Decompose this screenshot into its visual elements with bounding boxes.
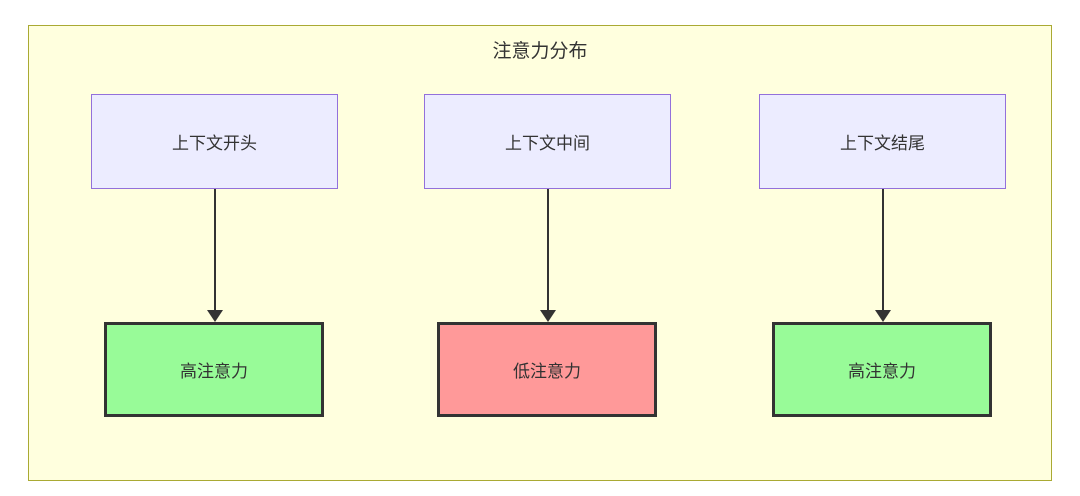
arrow-line	[213, 189, 216, 310]
flow-column-start: 上下文开头 高注意力	[91, 94, 338, 418]
flow-column-end: 上下文结尾 高注意力	[759, 94, 1006, 418]
arrow-line	[546, 189, 549, 310]
source-node-context-middle: 上下文中间	[424, 94, 671, 189]
subgraph-container: 注意力分布 上下文开头 高注意力 上下文中间 低注意力	[28, 25, 1052, 481]
source-node-context-start: 上下文开头	[91, 94, 338, 189]
node-label: 上下文结尾	[840, 134, 925, 153]
arrow-head-icon	[206, 310, 223, 322]
target-node-high-attention: 高注意力	[772, 322, 992, 417]
flow-column-middle: 上下文中间 低注意力	[424, 94, 671, 418]
arrow-down	[539, 189, 557, 322]
node-label: 上下文中间	[505, 134, 590, 153]
arrow-line	[881, 189, 884, 310]
diagram-title: 注意力分布	[492, 41, 588, 62]
node-label: 低注意力	[513, 362, 581, 381]
arrow-down	[874, 189, 892, 322]
node-label: 高注意力	[848, 362, 916, 381]
target-node-low-attention: 低注意力	[437, 322, 657, 417]
arrow-head-icon	[874, 310, 891, 322]
arrow-head-icon	[539, 310, 556, 322]
source-node-context-end: 上下文结尾	[759, 94, 1006, 189]
target-node-high-attention: 高注意力	[104, 322, 324, 417]
node-label: 高注意力	[180, 362, 248, 381]
arrow-down	[206, 189, 224, 322]
node-label: 上下文开头	[172, 134, 257, 153]
